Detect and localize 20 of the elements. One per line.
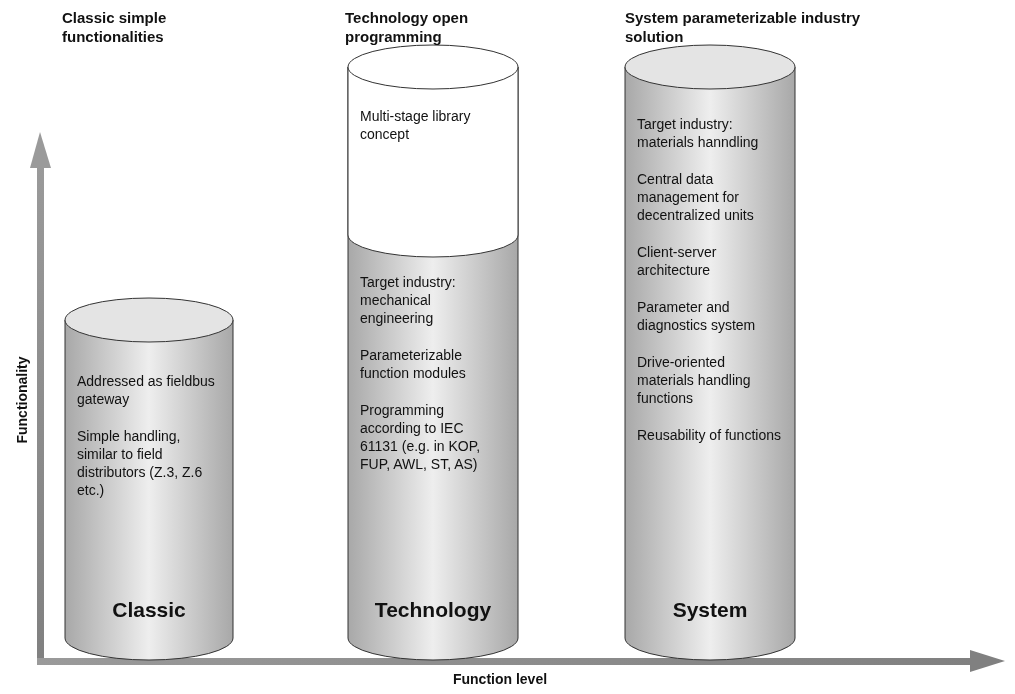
feature-text: Reusability of functions [637,426,781,444]
axis-label: Function level [451,671,549,687]
feature-text: Multi-stage library concept [360,107,472,143]
axis-label: Functionality [14,355,30,446]
feature-text: Programming according to IEC 61131 (e.g. in KOP, FUP, AWL, ST, AS) [360,401,482,473]
feature-text: Target industry: materials hanndling [637,115,760,151]
feature-text: Client-server architecture [637,243,718,279]
feature-text: Central data management for decentralized units [637,170,755,224]
feature-text: Parameter and diagnostics system [637,298,757,334]
feature-text: Target industry: mechanical engineering [360,273,457,327]
column-title: System [671,598,749,622]
feature-text: Parameterizable function modules [360,346,467,382]
column-heading: Technology open programming [345,8,470,46]
column-heading: System parameterizable industry solution [625,8,862,46]
column-heading: Classic simple functionalities [62,8,168,46]
feature-text: Addressed as fieldbus gateway [77,372,216,408]
column-title: Technology [373,598,493,622]
feature-text: Simple handling, similar to field distributors (Z.3, Z.6 etc.) [77,427,204,499]
feature-text: Drive-oriented materials handling functions [637,353,752,407]
column-title: Classic [111,598,187,622]
